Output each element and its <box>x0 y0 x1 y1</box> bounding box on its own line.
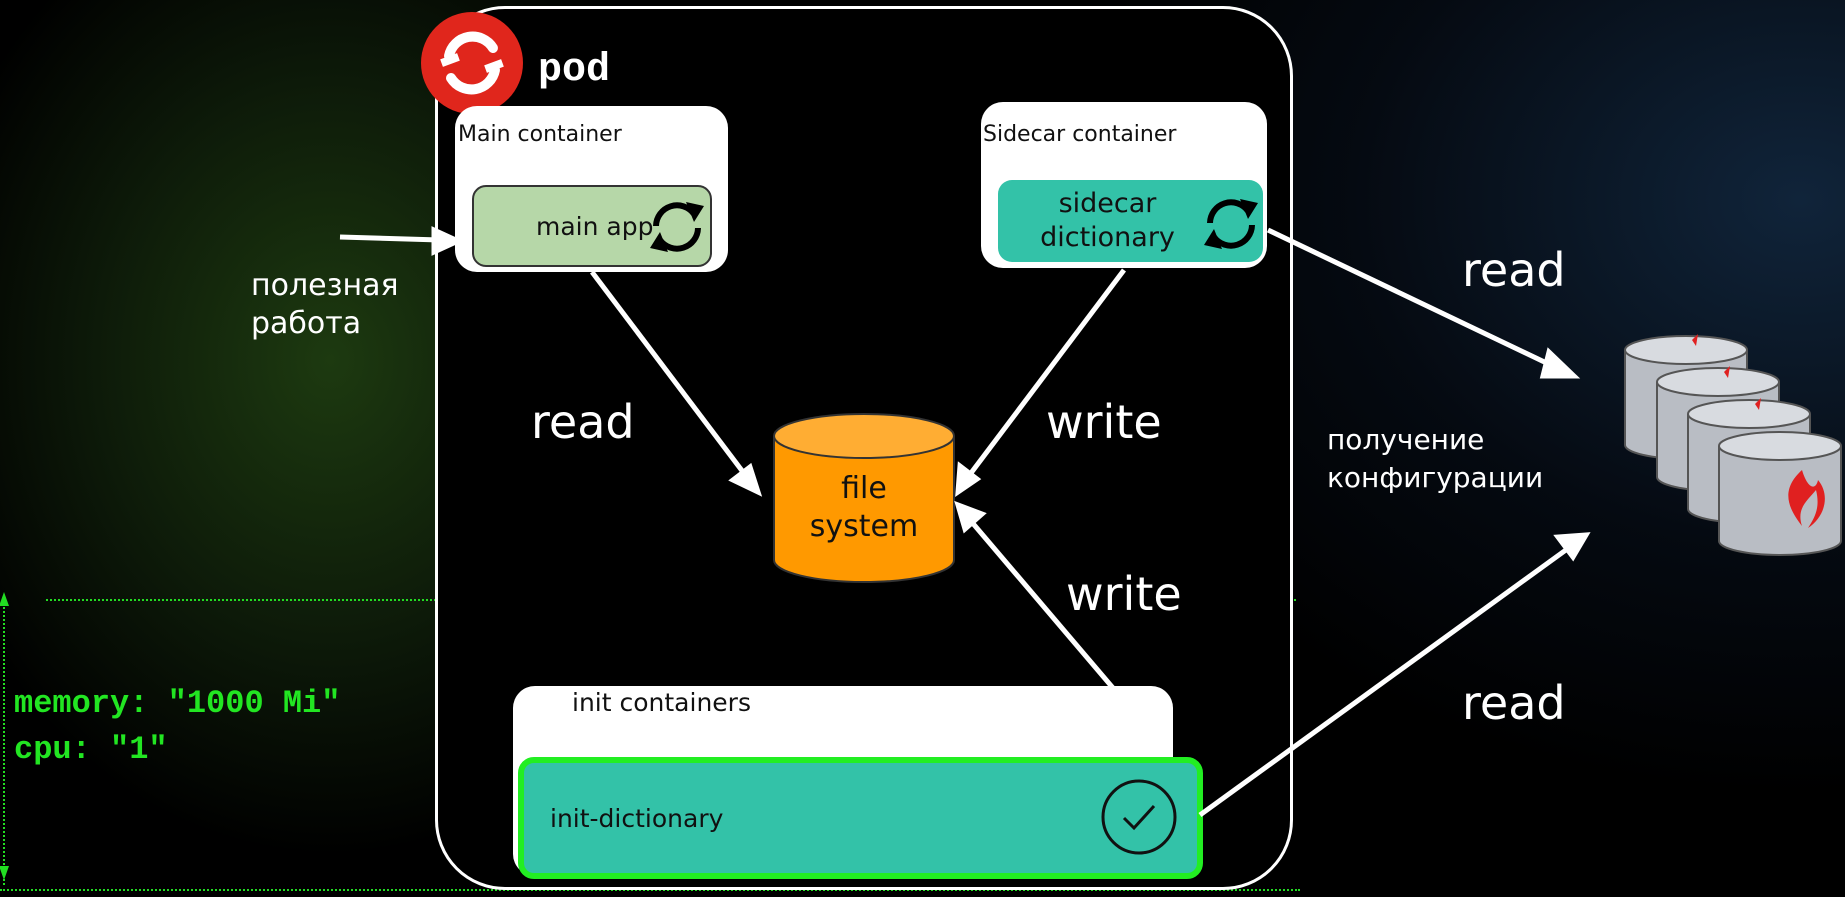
read-label-left: read <box>531 395 635 449</box>
read-label-top-right: read <box>1462 243 1566 297</box>
memory-limit: memory: "1000 Mi" <box>14 685 341 722</box>
file-system-cylinder <box>773 413 955 583</box>
resource-guide-vertical <box>3 600 5 885</box>
file-system-line2: system <box>809 509 919 544</box>
init-dictionary-box: init-dictionary <box>518 757 1203 879</box>
get-config-line1: получение <box>1327 423 1485 456</box>
main-app-label: main app <box>536 211 654 241</box>
useful-work-line1: полезная <box>251 268 399 303</box>
main-container-label: Main container <box>458 122 622 147</box>
file-system-label: file system <box>770 470 958 546</box>
sync-icon <box>650 202 704 252</box>
read-label-bottom-right: read <box>1462 676 1566 730</box>
sync-icon <box>1204 199 1258 249</box>
init-containers-label: init containers <box>572 688 751 717</box>
write-label-init: write <box>1066 567 1182 621</box>
sidecar-label-line1: sidecar <box>1058 188 1157 219</box>
file-system-line1: file <box>841 471 887 506</box>
resource-guide-bottom <box>0 889 1300 891</box>
cpu-limit: cpu: "1" <box>14 731 168 768</box>
resources-block: memory: "1000 Mi" cpu: "1" <box>14 681 340 773</box>
resource-guide-arrows <box>0 592 9 880</box>
useful-work-line2: работа <box>251 306 362 341</box>
get-config-note: получение конфигурации <box>1327 421 1543 497</box>
database-cluster-icon <box>1624 334 1842 556</box>
check-circle-icon <box>1101 779 1177 855</box>
sidecar-label-line2: dictionary <box>1040 222 1175 253</box>
init-dictionary-label: init-dictionary <box>550 803 724 833</box>
sidecar-container-label: Sidecar container <box>983 122 1177 147</box>
write-label-sidecar: write <box>1046 395 1162 449</box>
pod-title: pod <box>538 48 611 93</box>
openshift-logo-icon <box>421 12 523 114</box>
main-app-box: main app <box>472 185 712 267</box>
get-config-line2: конфигурации <box>1327 461 1544 494</box>
useful-work-note: полезная работа <box>251 267 399 343</box>
sidecar-dictionary-box: sidecar dictionary <box>998 180 1263 262</box>
